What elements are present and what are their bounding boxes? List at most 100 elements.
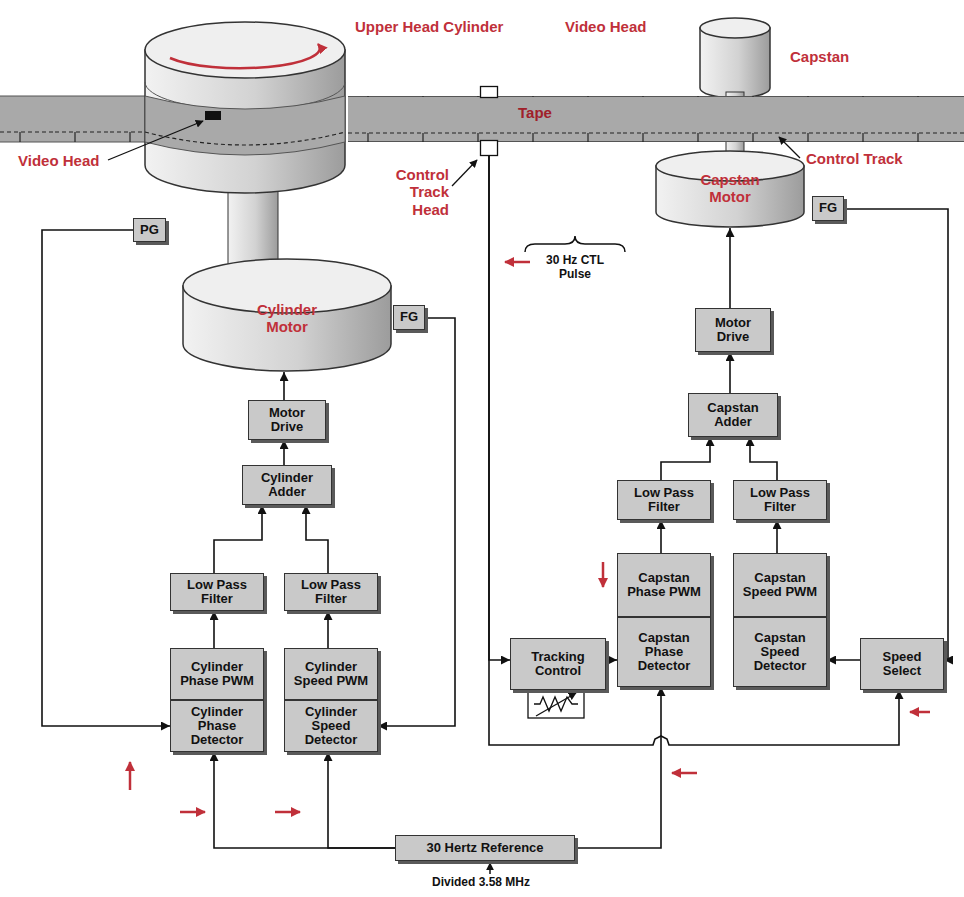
- head-outline: [481, 141, 498, 156]
- node-text: Capstan Speed PWM: [734, 571, 826, 600]
- node-text: FG: [397, 310, 421, 324]
- part-name: Video Head: [565, 18, 646, 35]
- brace: [525, 236, 625, 252]
- node-text: Low Pass Filter: [618, 486, 710, 515]
- process-box: Capstan Adder: [688, 393, 778, 437]
- signal-connector: [283, 372, 285, 400]
- signal-connector: [661, 437, 710, 480]
- signal-connector: [750, 437, 777, 480]
- variable-resistor-symbol: [536, 693, 576, 716]
- control-track: [348, 96, 964, 142]
- process-box: Speed Select: [860, 638, 944, 690]
- control-track: [348, 97, 964, 143]
- node-text: Low Pass Filter: [734, 486, 826, 515]
- signal-connector: [306, 505, 328, 573]
- signal-connector: [575, 687, 661, 848]
- node-text: Speed Select: [861, 650, 943, 679]
- flow-arrow: [602, 562, 605, 587]
- node-text: Capstan Phase Detector: [618, 631, 710, 674]
- flow-arrow: [275, 811, 300, 814]
- flow-arrow: [505, 261, 530, 264]
- rotation-arrow: [170, 44, 320, 68]
- brace: [525, 236, 625, 252]
- leader-line: [452, 160, 477, 186]
- flow-arrow: [129, 762, 132, 790]
- part-name: Video Head: [18, 152, 99, 169]
- node-text: Control Track Head: [380, 166, 452, 218]
- process-box: Low Pass Filter: [170, 573, 264, 611]
- part-name: Upper Head Cylinder: [355, 18, 503, 35]
- signal-connector: [606, 659, 617, 661]
- head-cylinder: [145, 132, 345, 145]
- node-text: Motor Drive: [249, 406, 325, 435]
- signal-connector: [214, 505, 262, 573]
- signal-connector: [283, 440, 285, 465]
- flow-arrow: [180, 811, 205, 814]
- node-text: Capstan Motor: [687, 172, 773, 205]
- process-box: Cylinder Speed Detector: [284, 700, 378, 752]
- node-text: Low Pass Filter: [285, 578, 377, 607]
- signal-connector: [776, 520, 778, 553]
- node-text: Cylinder Phase PWM: [171, 660, 263, 689]
- sensor-box: PG: [133, 218, 166, 242]
- rotation-arrow: [170, 44, 320, 68]
- video-head: [205, 111, 221, 120]
- signal-connector: [378, 318, 455, 726]
- process-box: Low Pass Filter: [733, 480, 827, 520]
- node-text: Motor Drive: [696, 316, 770, 345]
- node-text: Tape: [348, 97, 555, 122]
- input-arrow: [489, 863, 491, 874]
- node-text: PG: [137, 223, 162, 237]
- node-text: Capstan Speed Detector: [734, 631, 826, 674]
- video-head: [205, 111, 221, 120]
- node-text: Cylinder Motor: [244, 302, 330, 335]
- variable-resistor-symbol: [528, 690, 584, 718]
- tape-segment: [0, 96, 150, 142]
- flow-arrow: [910, 711, 930, 714]
- leader-line: [779, 137, 800, 158]
- process-box: Capstan Phase Detector: [617, 617, 711, 687]
- tape-segment: [0, 96, 150, 142]
- flow-arrow: [130, 262, 930, 812]
- signal-connector: [729, 352, 731, 393]
- signal-connector: [844, 209, 948, 660]
- signal-name: 30 Hz CTL Pulse: [535, 254, 615, 282]
- process-box: Motor Drive: [695, 308, 771, 352]
- motor-cylinder: Capstan Motor: [655, 150, 805, 228]
- signal-connector: [489, 156, 510, 660]
- process-box: Cylinder Speed PWM: [284, 648, 378, 700]
- tape-band: Tape: [348, 96, 964, 142]
- node-text: Capstan Adder: [689, 401, 777, 430]
- flow-arrow: [672, 772, 697, 775]
- node-text: Tracking Control: [511, 650, 605, 679]
- process-box: Tracking Control: [510, 638, 606, 690]
- leader-line: [108, 121, 203, 160]
- process-box: 30 Hertz Reference: [395, 835, 575, 861]
- head-cylinder: [145, 22, 345, 78]
- signal-connector: [729, 228, 731, 308]
- tape-segment: [0, 96, 150, 142]
- control-track-head: Control Track Head: [480, 86, 498, 156]
- signal-connector: [328, 752, 395, 848]
- part-name: Capstan: [790, 48, 849, 65]
- node-text: Cylinder Adder: [243, 471, 331, 500]
- part-name: Control Track: [806, 150, 903, 167]
- process-box: Motor Drive: [248, 400, 326, 440]
- process-box: Cylinder Phase PWM: [170, 648, 264, 700]
- input-arrow: [490, 863, 491, 874]
- leader-line: [779, 137, 800, 158]
- node-text: Cylinder Speed Detector: [285, 705, 377, 748]
- node-text: Cylinder Speed PWM: [285, 660, 377, 689]
- node-text: 30 Hertz Reference: [423, 841, 546, 855]
- head-cylinder: [145, 22, 345, 193]
- process-box: Capstan Speed PWM: [733, 553, 827, 617]
- signal-name: Divided 3.58 MHz: [432, 876, 530, 890]
- node-text: Cylinder Phase Detector: [171, 705, 263, 748]
- signal-connector: [42, 230, 170, 726]
- process-box: Cylinder Adder: [242, 465, 332, 505]
- head-cylinder: [145, 96, 345, 155]
- head-outline: [480, 86, 498, 156]
